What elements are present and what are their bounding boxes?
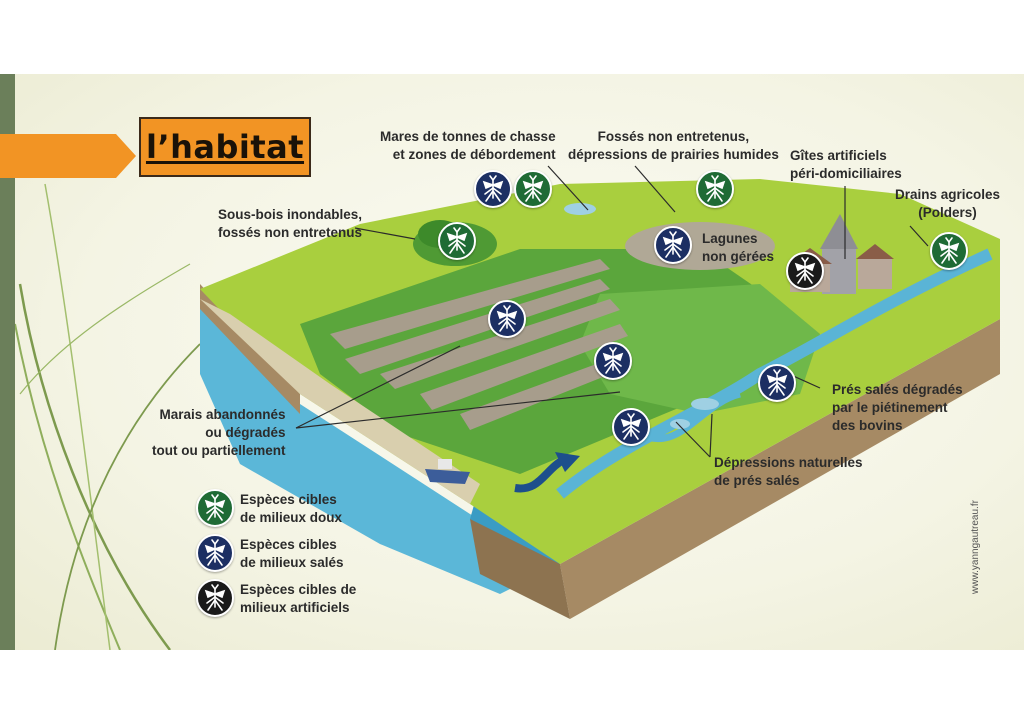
label-depressions: Dépressions naturelles de prés salés	[714, 455, 863, 488]
legend-mosquito-badge	[196, 534, 234, 572]
legend-mosquito-badge	[196, 579, 234, 617]
mosquito-icon	[482, 175, 504, 202]
mosquito-badge-fresh	[438, 222, 476, 260]
mosquito-badge-salt	[474, 170, 512, 208]
leader-lines	[295, 165, 929, 458]
legend-label: Espèces cibles de milieux artificiels	[240, 582, 357, 615]
left-sidebar-bar	[0, 74, 15, 650]
mosquito-icon	[204, 539, 226, 566]
mosquito-badge-artificial	[786, 252, 824, 290]
label-sousbois: Sous-bois inondables, fossés non entrete…	[218, 207, 363, 240]
mosquito-icon	[446, 227, 468, 254]
mosquito-badge-fresh	[696, 170, 734, 208]
label-drains: Drains agricoles (Polders)	[895, 187, 1001, 220]
label-lagunes: Lagunes non gérées	[702, 231, 775, 264]
mosquito-icon	[704, 175, 726, 202]
label-gites: Gîtes artificiels péri-domiciliaires	[790, 148, 902, 181]
mosquito-badge-salt	[488, 300, 526, 338]
mosquito-icon	[766, 369, 788, 396]
title-box: l’habitat	[139, 117, 311, 177]
legend-label: Espèces cibles de milieux doux	[240, 492, 343, 525]
mosquito-icon	[496, 305, 518, 332]
mosquito-icon	[794, 257, 816, 284]
label-marais: Marais abandonnés ou dégradés tout ou pa…	[152, 407, 286, 458]
legend-label: Espèces cibles de milieux salés	[240, 537, 344, 570]
page-title: l’habitat	[145, 128, 305, 166]
legend-item-fresh: Espèces cibles de milieux doux	[196, 489, 396, 529]
label-pres-degrades: Prés salés dégradés par le piétinement d…	[832, 382, 963, 433]
title-arrow-tab	[0, 134, 136, 178]
mosquito-badge-salt	[612, 408, 650, 446]
mosquito-icon	[522, 175, 544, 202]
slide: l’habitat	[0, 74, 1024, 650]
credit-text: www.yanngautreau.fr	[970, 500, 981, 594]
legend-mosquito-badge	[196, 489, 234, 527]
mosquito-icon	[662, 231, 684, 258]
mosquito-badge-salt	[654, 226, 692, 264]
mosquito-badge-fresh	[930, 232, 968, 270]
decorative-curves	[14, 183, 201, 650]
mosquito-icon	[602, 347, 624, 374]
mosquito-icon	[620, 413, 642, 440]
legend-item-salt: Espèces cibles de milieux salés	[196, 534, 396, 574]
label-mares: Mares de tonnes de chasse et zones de dé…	[380, 129, 556, 162]
label-fosses: Fossés non entretenus, dépressions de pr…	[568, 129, 779, 162]
mosquito-icon	[204, 494, 226, 521]
mosquito-icon	[938, 237, 960, 264]
mosquito-badge-fresh	[514, 170, 552, 208]
mosquito-badge-salt	[594, 342, 632, 380]
mosquito-badge-salt	[758, 364, 796, 402]
mosquito-icon	[204, 584, 226, 611]
legend-item-artificial: Espèces cibles de milieux artificiels	[196, 579, 396, 619]
